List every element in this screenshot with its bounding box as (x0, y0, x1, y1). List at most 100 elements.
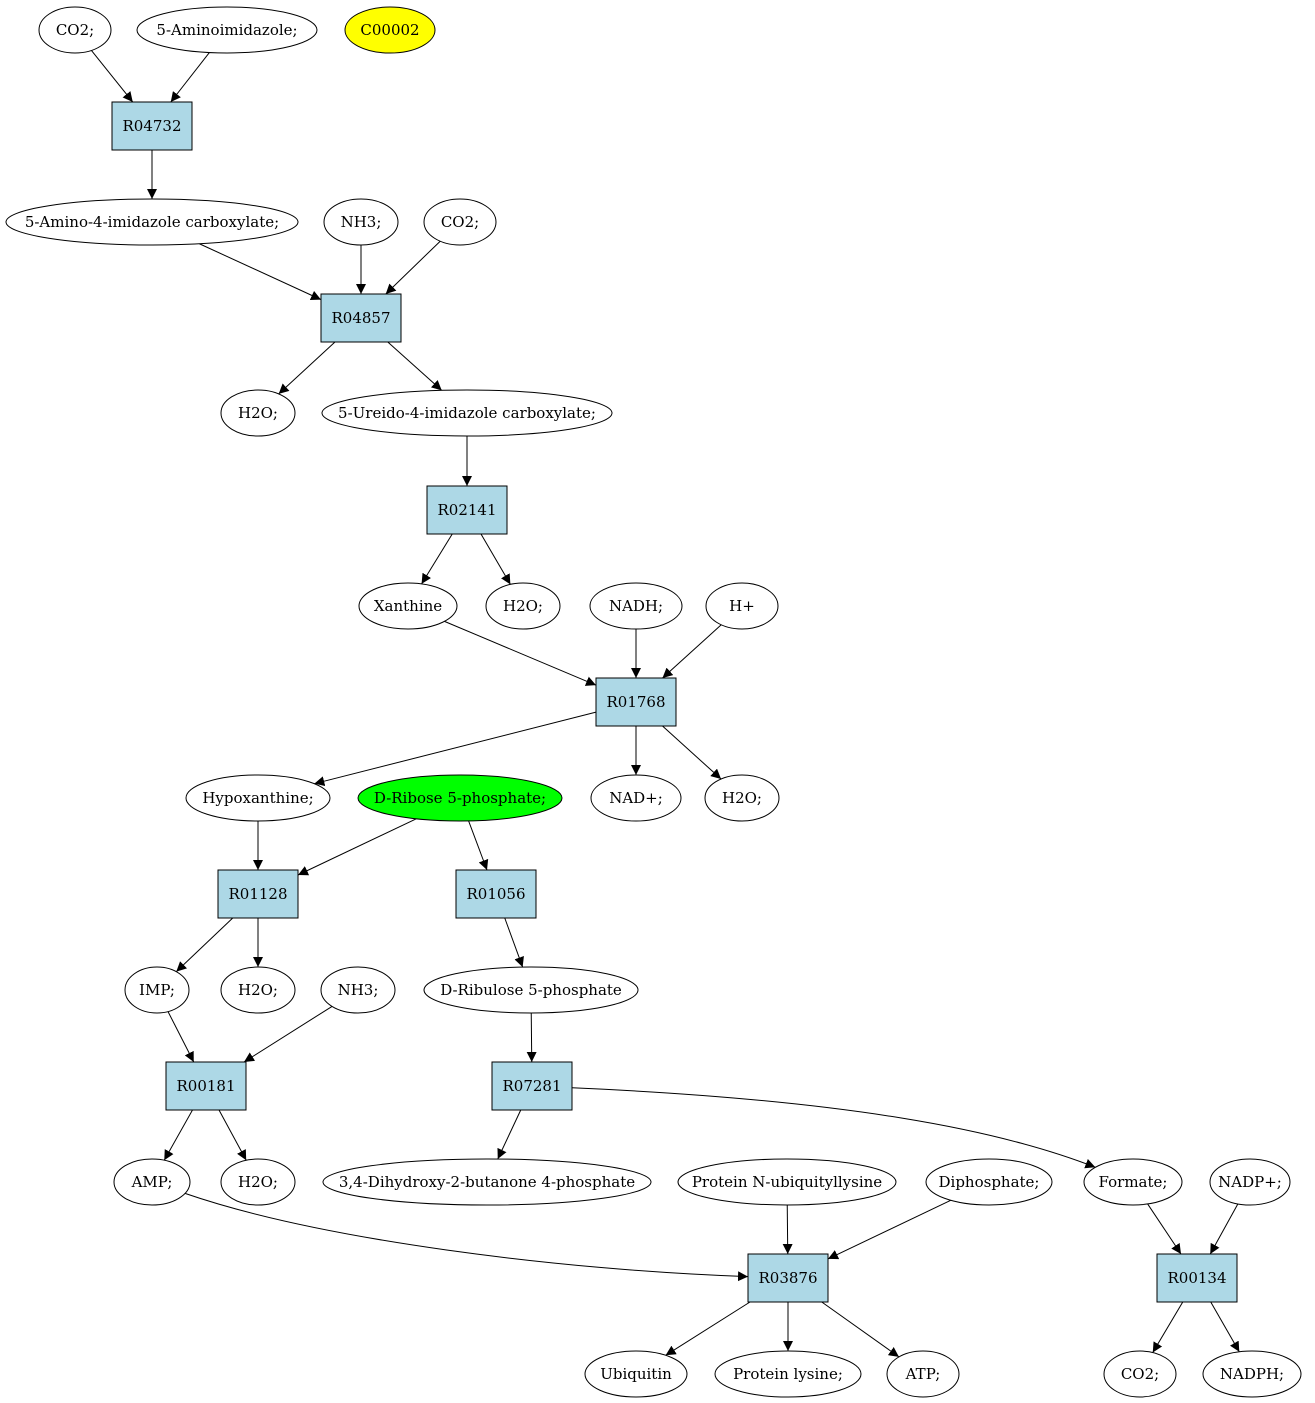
node-label: D-Ribulose 5-phosphate (440, 981, 622, 999)
compound-ellipse (357, 774, 563, 822)
node-label: Hypoxanthine; (202, 789, 313, 807)
reaction-node-r01768[interactable]: R01768 (595, 677, 677, 727)
compound-node-xanthine[interactable]: Xanthine (358, 582, 458, 630)
compound-node-c00002[interactable]: C00002 (344, 6, 436, 54)
edge-r04857-to-ureido_carboxylate (387, 341, 443, 391)
compound-node-h2o_e[interactable]: H2O; (220, 1158, 296, 1206)
edge-r02141-to-h2o_b (480, 533, 511, 585)
compound-ellipse (321, 389, 613, 437)
reaction-node-r00181[interactable]: R00181 (165, 1061, 247, 1111)
compound-node-ureido_carboxylate[interactable]: 5-Ureido-4-imidazole carboxylate; (321, 389, 613, 437)
node-label: IMP; (139, 981, 175, 999)
compound-node-imp[interactable]: IMP; (124, 966, 190, 1014)
compound-ellipse (344, 6, 436, 54)
reaction-box (491, 1061, 573, 1111)
node-label: C00002 (360, 21, 419, 39)
compound-node-hplus[interactable]: H+ (705, 582, 779, 630)
compound-ellipse (1209, 1158, 1291, 1206)
reaction-node-r04857[interactable]: R04857 (320, 293, 402, 343)
node-label: NADPH; (1220, 1365, 1284, 1383)
edge-ribulose5p-to-r07281 (526, 1012, 537, 1063)
compound-node-co2_c[interactable]: CO2; (1103, 1350, 1177, 1398)
node-label: NH3; (338, 981, 379, 999)
reaction-node-r01128[interactable]: R01128 (217, 869, 299, 919)
reaction-box (1156, 1253, 1238, 1303)
compound-ellipse (485, 582, 561, 630)
reaction-node-r04732[interactable]: R04732 (111, 101, 193, 151)
edge-imp-to-r00181 (167, 1011, 195, 1063)
reaction-node-r02141[interactable]: R02141 (426, 485, 508, 535)
compound-node-diphosphate[interactable]: Diphosphate; (925, 1158, 1053, 1206)
compound-ellipse (38, 6, 112, 54)
reaction-box (165, 1061, 247, 1111)
edge-formate-to-r00134 (1147, 1203, 1182, 1255)
edge-r00134-to-nadph (1210, 1301, 1240, 1353)
reaction-box (217, 869, 299, 919)
reaction-box (111, 101, 193, 151)
compound-ellipse (323, 198, 399, 246)
edges-layer (91, 50, 1240, 1358)
reaction-box (455, 869, 537, 919)
compound-node-ribose5p[interactable]: D-Ribose 5-phosphate; (357, 774, 563, 822)
edge-r03876-to-atp (821, 1301, 900, 1358)
node-label: Xanthine (374, 597, 442, 615)
edge-ribose5p-to-r01056 (468, 820, 489, 871)
compound-node-nadplus[interactable]: NAD+; (590, 774, 682, 822)
compound-node-amino_carboxylate[interactable]: 5-Amino-4-imidazole carboxylate; (5, 198, 299, 246)
compound-node-nadh[interactable]: NADH; (589, 582, 683, 630)
reaction-node-r03876[interactable]: R03876 (747, 1253, 829, 1303)
edge-nh3_b-to-r00181 (243, 1005, 333, 1063)
compound-node-amp[interactable]: AMP; (113, 1158, 191, 1206)
compound-ellipse (320, 966, 396, 1014)
node-label: R02141 (437, 501, 496, 519)
compound-node-nadph[interactable]: NADPH; (1202, 1350, 1302, 1398)
node-label: CO2; (441, 213, 479, 231)
reaction-node-r07281[interactable]: R07281 (491, 1061, 573, 1111)
reaction-node-r01056[interactable]: R01056 (455, 869, 537, 919)
node-label: D-Ribose 5-phosphate; (374, 789, 546, 807)
compound-node-protein_lysine[interactable]: Protein lysine; (714, 1350, 862, 1398)
compound-node-atp[interactable]: ATP; (886, 1350, 960, 1398)
compound-node-ubiquitin[interactable]: Ubiquitin (584, 1350, 688, 1398)
node-label: H+ (729, 597, 755, 615)
compound-node-h2o_a[interactable]: H2O; (220, 389, 296, 437)
node-label: R04732 (122, 117, 181, 135)
edge-amp-to-r03876 (184, 1192, 749, 1282)
compound-node-co2_a[interactable]: CO2; (38, 6, 112, 54)
edge-r07281-to-formate (571, 1087, 1096, 1169)
node-label: Protein lysine; (733, 1365, 843, 1383)
edge-r01768-to-hypoxanthine (314, 711, 597, 787)
compound-ellipse (220, 389, 296, 437)
compound-node-hypoxanthine[interactable]: Hypoxanthine; (185, 774, 331, 822)
compound-node-h2o_b[interactable]: H2O; (485, 582, 561, 630)
compound-node-protein_ubiq[interactable]: Protein N-ubiquityllysine (677, 1158, 897, 1206)
node-label: 5-Aminoimidazole; (156, 21, 297, 39)
node-label: R03876 (758, 1269, 817, 1287)
compound-node-co2_b[interactable]: CO2; (423, 198, 497, 246)
node-label: H2O; (503, 597, 543, 615)
node-label: R01768 (606, 693, 665, 711)
edge-r00134-to-co2_c (1152, 1301, 1184, 1353)
compound-node-nh3_a[interactable]: NH3; (323, 198, 399, 246)
node-label: Protein N-ubiquityllysine (692, 1173, 882, 1191)
node-label: NAD+; (609, 789, 663, 807)
compound-node-ribulose5p[interactable]: D-Ribulose 5-phosphate (423, 966, 639, 1014)
reaction-box (426, 485, 508, 535)
node-label: R04857 (331, 309, 390, 327)
compound-node-h2o_d[interactable]: H2O; (220, 966, 296, 1014)
compound-ellipse (358, 582, 458, 630)
compound-node-aminoimidazole[interactable]: 5-Aminoimidazole; (136, 6, 318, 54)
compound-node-nadpplus[interactable]: NADP+; (1209, 1158, 1291, 1206)
compound-ellipse (1103, 1350, 1177, 1398)
edge-protein_ubiq-to-r03876 (782, 1204, 793, 1255)
compound-node-formate[interactable]: Formate; (1083, 1158, 1183, 1206)
compound-node-dihydroxybutanone[interactable]: 3,4-Dihydroxy-2-butanone 4-phosphate (322, 1158, 652, 1206)
node-label: AMP; (131, 1173, 173, 1191)
compound-node-nh3_b[interactable]: NH3; (320, 966, 396, 1014)
edge-amino_carboxylate-to-r04857 (199, 243, 322, 301)
node-label: R07281 (502, 1077, 561, 1095)
compound-node-h2o_c[interactable]: H2O; (704, 774, 780, 822)
edge-r01128-to-imp (175, 917, 234, 973)
reaction-node-r00134[interactable]: R00134 (1156, 1253, 1238, 1303)
